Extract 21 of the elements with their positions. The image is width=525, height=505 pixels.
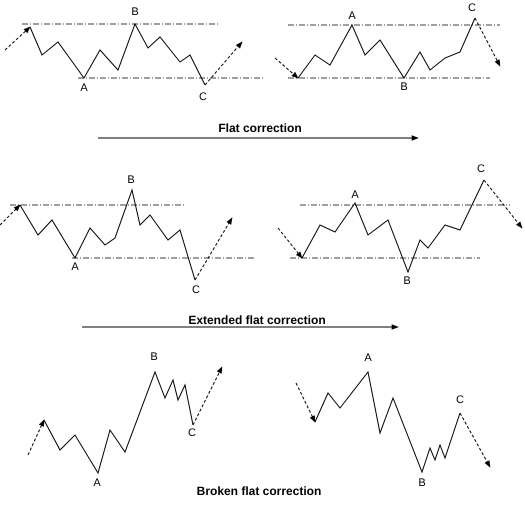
- wave-point-label: C: [199, 91, 207, 103]
- wave-point-label: A: [93, 477, 101, 489]
- wave-point-label: B: [127, 174, 135, 186]
- wave-point-label: B: [150, 351, 158, 363]
- wave-point-label: A: [364, 352, 372, 364]
- wave-point-label: C: [477, 163, 485, 175]
- wave-point-label: A: [80, 82, 88, 94]
- wave-point-label: A: [71, 261, 79, 273]
- wave-point-label: B: [400, 81, 408, 93]
- wave-point-label: B: [403, 275, 411, 287]
- section-heading: Broken flat correction: [196, 485, 322, 497]
- section-heading: Flat correction: [218, 122, 302, 134]
- wave-point-label: C: [192, 284, 200, 296]
- wave-point-label: C: [188, 427, 196, 439]
- wave-point-label: A: [348, 10, 356, 22]
- wave-point-label: C: [468, 2, 476, 14]
- section-heading: Extended flat correction: [188, 314, 326, 326]
- wave-point-label: B: [131, 6, 139, 18]
- wave-point-label: A: [351, 189, 359, 201]
- wave-point-label: B: [418, 477, 426, 489]
- wave-point-label: C: [456, 394, 464, 406]
